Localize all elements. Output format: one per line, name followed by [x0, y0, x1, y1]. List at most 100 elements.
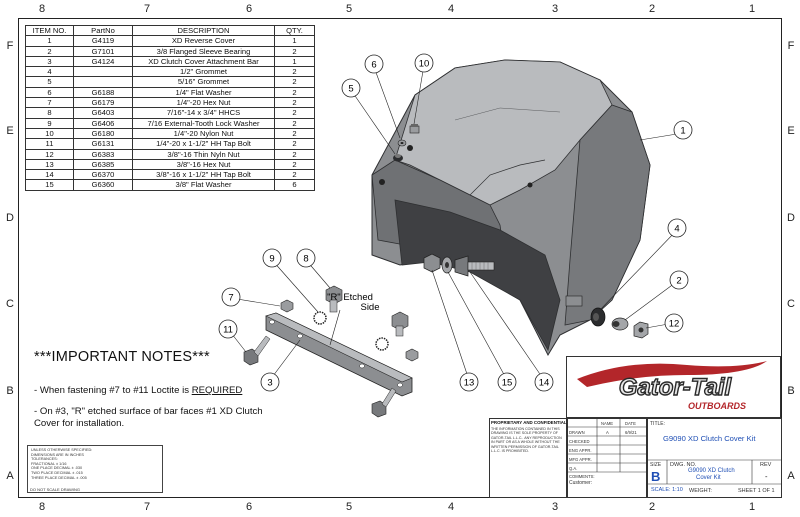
zone-col-top-0: 8: [38, 3, 46, 15]
balloon-circle-9: [262, 248, 282, 268]
dwg-no-label: DWG. NO.: [670, 462, 697, 468]
zone-col-top-4: 4: [447, 3, 455, 15]
bom-cell-qty: 2: [274, 45, 315, 57]
thin-nyln-nut-12-part: [633, 321, 649, 339]
title-label: TITLE:: [650, 421, 666, 427]
zone-row-right-2: D: [787, 212, 795, 224]
tol-line-4: ONE PLACE DECIMAL ± .030: [31, 466, 83, 471]
cover-top-face: [394, 59, 613, 206]
tap-bolt-lower-part: [371, 387, 397, 418]
leader-lines: [227, 64, 684, 381]
bar-hole-4: [397, 382, 403, 388]
comments-label: COMMENTS:: [569, 474, 595, 479]
tol-line-2: TOLERANCES:: [31, 457, 58, 462]
bom-cell-qty: 2: [274, 97, 315, 109]
balloon-label-10: 10: [419, 59, 430, 70]
zone-col-top-5: 3: [551, 3, 559, 15]
zone-row-right-1: E: [787, 125, 795, 137]
bom-cell-qty: 2: [274, 66, 315, 78]
zone-col-bottom-1: 7: [143, 501, 151, 513]
attachment-bar-3-part: [265, 312, 413, 397]
zone-col-top-7: 1: [748, 3, 756, 15]
bom-cell-qty: 2: [274, 148, 315, 160]
note-etched-bar: - On #3, "R" etched surface of bar faces…: [34, 406, 263, 429]
cover-hole-left: [379, 179, 385, 185]
title-block-logo: Gator-Tail OUTBOARDS: [566, 356, 781, 418]
cover-hole-top: [407, 145, 413, 151]
tol-line-5: TWO PLACE DECIMAL ± .015: [31, 470, 83, 475]
hhcs-8-upper-part: [325, 285, 343, 313]
zone-col-bottom-5: 3: [551, 501, 559, 513]
balloon-label-13: 13: [464, 378, 475, 389]
bearing-bolt-part: [565, 295, 583, 307]
bom-cell-qty: 6: [274, 179, 315, 191]
bom-cell-qty: 2: [274, 86, 315, 99]
mfg-appr-label: MFG APPR.: [569, 457, 592, 462]
flat-washer-15-part: [441, 256, 453, 274]
balloon-label-5: 5: [348, 84, 353, 95]
note-loctite-text: - When fastening #7 to #11 Loctite is: [34, 385, 192, 396]
zone-row-right-3: C: [787, 298, 795, 310]
drawing-title: G9090 XD Clutch Cover Kit: [663, 434, 756, 443]
logo-swoosh: [577, 361, 767, 387]
revision: -: [765, 472, 768, 481]
balloon-label-9: 9: [269, 254, 274, 265]
notes-title: ***IMPORTANT NOTES***: [34, 349, 210, 365]
balloon-circle-15: [497, 372, 517, 392]
bar-hole-2: [297, 333, 303, 339]
tap-bolt-14-part: [454, 255, 495, 277]
balloon-circle-2: [669, 270, 689, 290]
rev-label: REV: [760, 462, 772, 468]
dwg-no-line-2: Cover Kit: [696, 475, 721, 481]
balloon-circle-10: [414, 53, 434, 73]
cover-inner-opening: [394, 199, 561, 352]
bom-cell-qty: 2: [274, 169, 315, 181]
nylon-nut-10-part: [409, 124, 420, 134]
zone-col-bottom-4: 4: [447, 501, 455, 513]
bom-cell-qty: 2: [274, 138, 315, 150]
balloon-label-12: 12: [669, 319, 680, 330]
balloon-circle-3: [260, 372, 280, 392]
proprietary-text: THE INFORMATION CONTAINED IN THIS DRAWIN…: [491, 427, 562, 454]
zone-row-right-4: B: [787, 385, 795, 397]
sheet-number: SHEET 1 OF 1: [738, 488, 775, 494]
do-not-scale-note: DO NOT SCALE DRAWING: [30, 487, 81, 492]
customer-label: Customer:: [569, 480, 593, 486]
bom-header-qty: QTY.: [274, 24, 315, 37]
balloon-label-1: 1: [680, 126, 685, 137]
balloon-circle-13: [459, 372, 479, 392]
proprietary-box: [489, 418, 567, 498]
bom-cell-qty: 2: [274, 76, 315, 88]
zone-row-left-3: C: [6, 298, 14, 310]
size-label: SIZE: [650, 462, 662, 468]
balloon-circle-12: [664, 313, 684, 333]
callout-line-1: "R" Etched: [327, 292, 373, 303]
zone-col-bottom-7: 1: [748, 501, 756, 513]
lock-washer-9-part: [313, 311, 389, 351]
sheet-size: B: [651, 469, 661, 484]
bar-hole-1: [269, 319, 275, 325]
cover-hole-mid: [527, 182, 533, 188]
balloon-label-14: 14: [539, 378, 550, 389]
checked-label: CHECKED: [569, 439, 590, 444]
zone-row-left-1: E: [6, 125, 14, 137]
balloon-label-6: 6: [371, 60, 376, 71]
zone-row-right-0: F: [787, 40, 795, 52]
balloon-circle-7: [221, 287, 241, 307]
balloon-label-7: 7: [228, 293, 233, 304]
